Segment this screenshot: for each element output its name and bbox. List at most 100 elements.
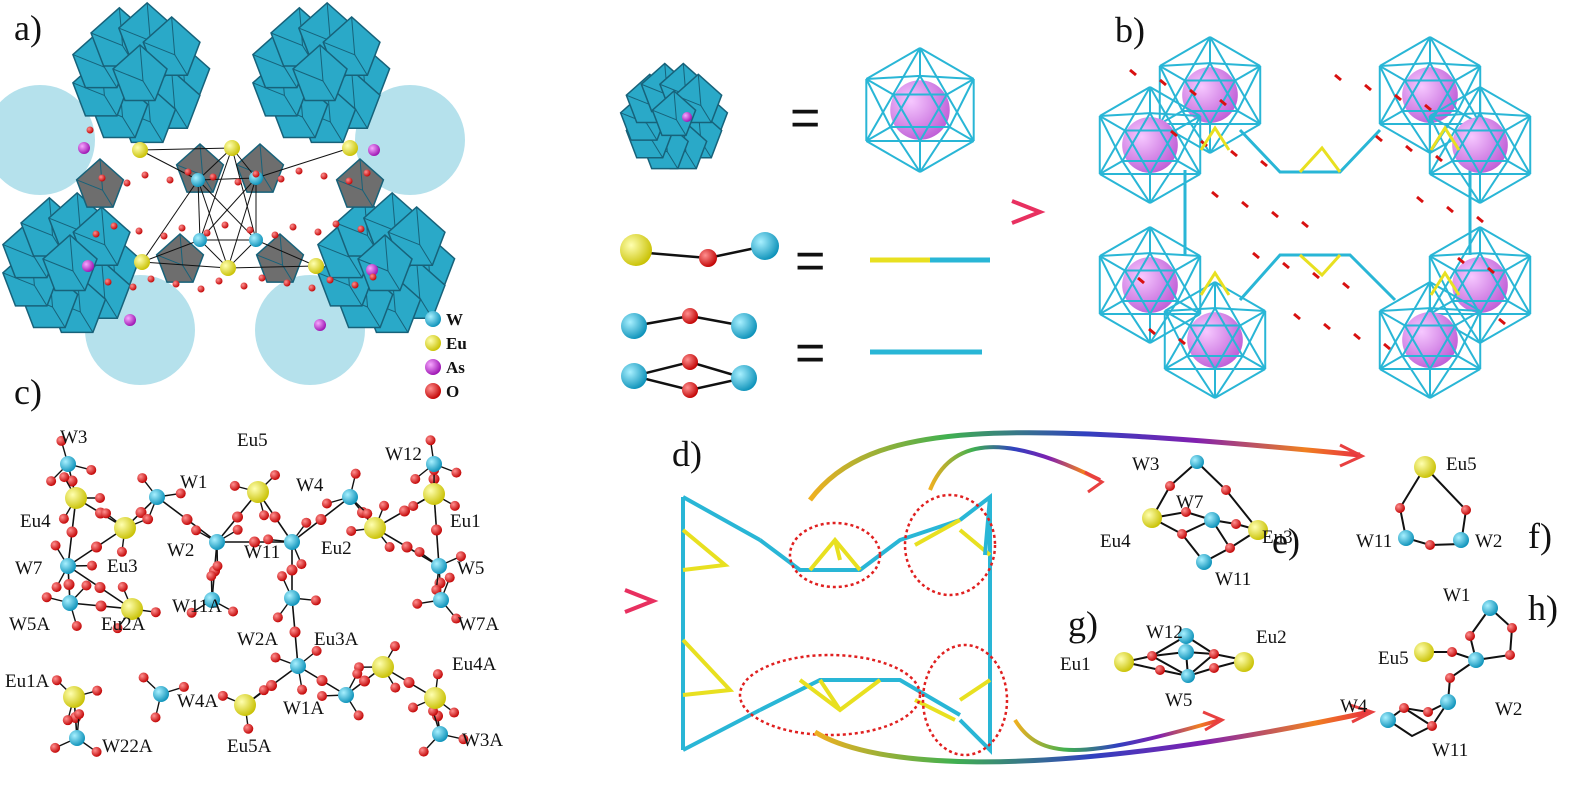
legend-w-label: W <box>446 310 463 329</box>
cage-edge <box>1099 300 1123 315</box>
cage-edge <box>1454 324 1482 370</box>
cage-edge <box>1149 252 1201 257</box>
arrow-to-f-head <box>1339 443 1366 468</box>
cage-edge <box>1379 368 1431 399</box>
cage-edge <box>1479 252 1509 302</box>
terminal-o-atom <box>81 580 92 591</box>
cage-edge <box>1479 226 1506 272</box>
cage-edge <box>892 47 921 96</box>
cage-edge <box>1124 226 1151 272</box>
o-atom <box>86 126 94 134</box>
bond-line <box>197 177 257 181</box>
terminal-o-atom <box>384 542 395 553</box>
cage-edge <box>1177 300 1201 315</box>
w-atom <box>153 686 169 702</box>
o-atom <box>110 222 118 230</box>
cage-edge <box>1504 269 1532 315</box>
h-cluster <box>1380 600 1517 738</box>
g-cluster <box>1114 628 1254 683</box>
o-atom <box>363 169 371 177</box>
cage-edge <box>1149 226 1201 257</box>
h-w11-ball <box>1440 694 1456 710</box>
e-label-w11: W11 <box>1215 569 1251 590</box>
terminal-o-atom <box>191 525 202 536</box>
grey-octahedron-edge <box>76 179 103 191</box>
h-w4-ball <box>1380 712 1396 728</box>
o-bond-fragment <box>1252 251 1260 260</box>
bridging-o-atom <box>91 541 102 553</box>
bridging-o-atom <box>316 675 328 686</box>
terminal-o-atom <box>444 572 455 583</box>
o-bond-fragment <box>1241 200 1249 209</box>
bond-line <box>139 147 233 151</box>
bottom-link-tri <box>1298 253 1342 278</box>
wo6-octahedron-edge <box>252 54 285 68</box>
o-bond-fragment <box>1230 149 1238 158</box>
wo6-octahedron-edge <box>317 244 350 258</box>
terminal-o-atom <box>350 468 361 479</box>
tungstate-cluster <box>252 1 391 144</box>
panel-f-label: f) <box>1528 516 1552 556</box>
o-bond-fragment <box>1446 205 1454 214</box>
cage-edge <box>1124 86 1151 132</box>
eu-atom <box>114 517 136 539</box>
wo6-octahedron-edge <box>283 95 298 117</box>
cage-edge <box>865 47 921 80</box>
f-label-w11: W11 <box>1356 531 1392 552</box>
cage-edge <box>1184 36 1211 82</box>
h-w2-ball <box>1468 652 1484 668</box>
bridging-o-atom <box>403 677 415 688</box>
terminal-o-atom <box>259 510 270 521</box>
cage-edge <box>1504 255 1531 272</box>
f-o-ball-1 <box>1395 503 1405 513</box>
terminal-o-atom <box>263 534 274 545</box>
wo6-octahedron-edge <box>122 116 136 138</box>
framework-link <box>833 539 842 561</box>
eu-ball <box>620 234 652 266</box>
cage-edge <box>919 93 948 142</box>
panel-b: b) <box>1098 10 1532 399</box>
c-label-w5a: W5A <box>9 614 50 635</box>
wo6-octahedron-edge <box>174 54 188 76</box>
grey-octahedron-edge <box>102 189 114 208</box>
o-atom <box>172 280 180 288</box>
cage-edge <box>1239 310 1266 327</box>
cage-edge <box>1099 115 1126 132</box>
w-atom <box>149 489 165 505</box>
cage-edge <box>1209 36 1261 67</box>
g-o-ball-2 <box>1209 649 1219 659</box>
terminal-o-atom <box>178 681 189 692</box>
cage-edge <box>889 75 921 128</box>
wo6-octahedron-edge <box>20 222 53 237</box>
f-cluster <box>1395 456 1471 550</box>
eu-atom <box>224 140 240 156</box>
cage-edge <box>1098 129 1126 175</box>
grey-octahedron-edge <box>179 233 184 266</box>
o-atom <box>252 170 260 178</box>
grey-octahedron-edge <box>362 189 374 208</box>
o-bond-fragment <box>1293 312 1301 321</box>
terminal-o-atom <box>449 500 460 511</box>
c-label-eu4: Eu4 <box>20 511 51 532</box>
o-bond-fragment <box>1334 73 1342 82</box>
terminal-o-atom <box>243 723 254 734</box>
terminal-o-atom <box>92 685 103 696</box>
cage-edge <box>1174 269 1202 315</box>
bridging-o-atom <box>401 541 413 553</box>
o-ball-ring-top <box>682 354 698 370</box>
cage-unit <box>1163 281 1267 399</box>
cage-edge <box>1454 226 1481 272</box>
as-atom <box>78 142 90 154</box>
bond-line <box>199 147 233 241</box>
wo6-octahedron-edge <box>388 231 420 246</box>
c-label-w4: W4 <box>296 475 324 496</box>
cage-edge <box>1099 86 1151 117</box>
e-w3-ball <box>1190 455 1204 469</box>
g-w5-ball <box>1181 669 1195 683</box>
wo6-octahedron-edge <box>252 82 285 96</box>
terminal-o-atom <box>91 746 102 757</box>
c-label-w7: W7 <box>15 558 42 579</box>
wo6-octahedron-edge <box>76 192 81 231</box>
cage-edge <box>1241 310 1267 357</box>
